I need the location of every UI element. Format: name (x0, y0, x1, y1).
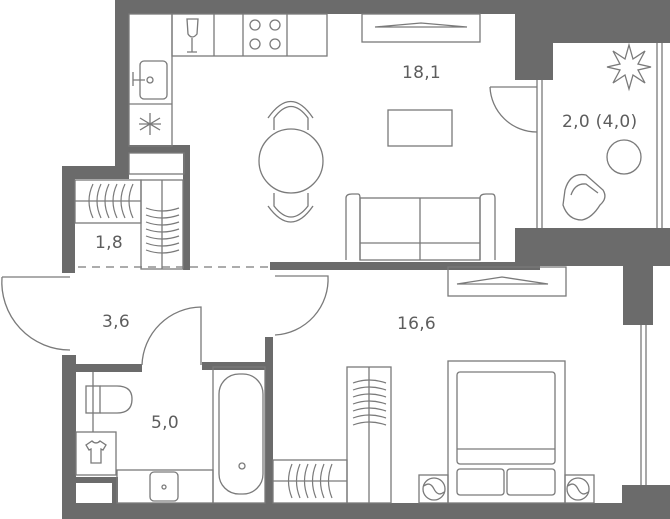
room-label-bedroom: 16,6 (397, 314, 437, 334)
lamp-icon (422, 477, 590, 501)
walls (62, 0, 670, 519)
plant-icon (606, 42, 652, 92)
cooktop-icon (249, 19, 281, 50)
room-label-kitchen-living: 18,1 (402, 63, 442, 83)
fixtures (1, 13, 663, 504)
snowflake-icon (139, 113, 161, 135)
tshirt-icon (85, 440, 107, 464)
room-label-bathroom: 5,0 (151, 413, 179, 433)
wine-glass-icon (186, 18, 199, 53)
room-label-storage: 1,8 (95, 233, 123, 253)
room-label-balcony: 2,0 (4,0) (562, 112, 638, 132)
room-label-hallway: 3,6 (102, 312, 130, 332)
